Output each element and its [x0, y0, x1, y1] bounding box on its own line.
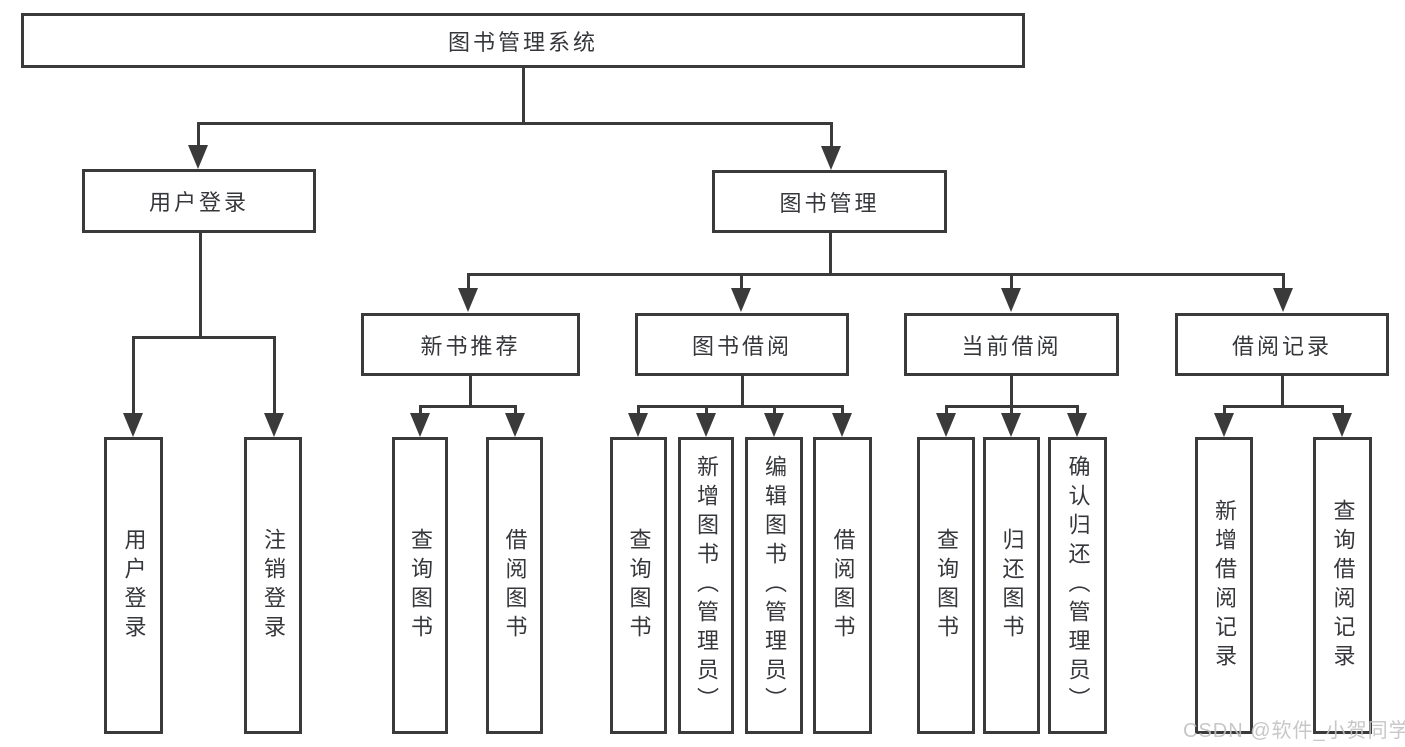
connector-line [740, 273, 743, 291]
arrow-down-icon [264, 413, 284, 437]
arrow-down-icon [123, 413, 143, 437]
connector-line [830, 122, 833, 150]
connector-line [1010, 376, 1013, 405]
arrow-down-icon [188, 145, 208, 169]
arrow-down-icon [1001, 288, 1021, 312]
connector-line [1010, 405, 1013, 419]
connector-line [419, 405, 517, 408]
leaf-borrow-books-recommend: 借阅图书 [486, 437, 543, 734]
arrow-down-icon [832, 413, 852, 437]
leaf-query-books-recommend: 查询图书 [392, 437, 448, 734]
leaf-user-login: 用户登录 [104, 437, 163, 734]
connector-line [637, 405, 640, 419]
arrow-down-icon [696, 413, 716, 437]
arrow-down-icon [764, 413, 784, 437]
arrow-down-icon [1067, 413, 1087, 437]
connector-line [467, 273, 470, 291]
connector-line [467, 273, 1285, 276]
connector-line [705, 405, 708, 419]
node-label: 归还图书 [999, 527, 1025, 644]
connector-line [829, 233, 832, 273]
arrow-down-icon [1001, 413, 1021, 437]
node-current-borrowing: 当前借阅 [904, 313, 1119, 376]
leaf-query-borrow-record: 查询借阅记录 [1313, 437, 1372, 734]
leaf-query-books-borrowing: 查询图书 [610, 437, 667, 734]
node-label: 新增借阅记录 [1212, 498, 1237, 673]
node-label: 用户登录 [148, 190, 249, 215]
connector-line [132, 336, 135, 416]
node-label: 确认归还（管理员） [1065, 455, 1091, 716]
node-label: 编辑图书（管理员） [762, 455, 787, 716]
arrow-down-icon [731, 288, 751, 312]
node-label: 新书推荐 [420, 333, 521, 359]
node-label: 注销登录 [261, 527, 286, 644]
node-label: 查询图书 [934, 527, 959, 644]
connector-line [741, 376, 744, 405]
connector-line [273, 336, 276, 416]
leaf-confirm-return-admin: 确认归还（管理员） [1048, 437, 1107, 734]
leaf-add-books-admin: 新增图书（管理员） [678, 437, 734, 734]
node-label: 借阅图书 [502, 527, 528, 644]
arrow-down-icon [410, 413, 430, 437]
arrow-down-icon [505, 413, 525, 437]
connector-line [1076, 405, 1079, 419]
node-user-login: 用户登录 [82, 169, 316, 233]
node-borrowing-records: 借阅记录 [1175, 313, 1389, 376]
connector-line [1223, 405, 1226, 419]
arrow-down-icon [1332, 413, 1352, 437]
node-book-borrowing: 图书借阅 [635, 313, 849, 376]
leaf-borrow-books: 借阅图书 [813, 437, 872, 734]
node-label: 查询图书 [626, 527, 652, 644]
leaf-return-books: 归还图书 [983, 437, 1040, 734]
csdn-watermark: CSDN @软件_小贺同学 [1183, 720, 1405, 742]
connector-line [514, 405, 517, 419]
arrow-down-icon [628, 413, 648, 437]
node-label: 借阅记录 [1231, 333, 1332, 359]
connector-line [197, 122, 200, 150]
leaf-add-borrow-record: 新增借阅记录 [1195, 437, 1253, 734]
connector-line [637, 405, 844, 408]
arrow-down-icon [936, 413, 956, 437]
connector-line [1010, 273, 1013, 291]
connector-line [1281, 376, 1284, 405]
node-label: 图书管理 [779, 190, 880, 216]
connector-line [199, 233, 202, 336]
connector-line [197, 122, 833, 125]
connector-line [773, 405, 776, 419]
connector-line [1223, 405, 1344, 408]
leaf-edit-books-admin: 编辑图书（管理员） [745, 437, 803, 734]
arrow-down-icon [458, 288, 478, 312]
connector-line [419, 405, 422, 419]
leaf-query-books-current: 查询图书 [917, 437, 975, 734]
node-label: 查询借阅记录 [1330, 498, 1356, 673]
arrow-down-icon [821, 146, 841, 170]
leaf-logout: 注销登录 [244, 437, 302, 734]
connector-line [945, 405, 948, 419]
node-label: 图书借阅 [691, 333, 792, 359]
node-label: 当前借阅 [961, 333, 1062, 359]
connector-line [132, 336, 276, 339]
connector-line [1282, 273, 1285, 291]
node-label: 借阅图书 [830, 527, 856, 644]
arrow-down-icon [1214, 413, 1234, 437]
node-label: 新增图书（管理员） [694, 455, 719, 716]
connector-line [469, 376, 472, 405]
connector-line [841, 405, 844, 419]
node-book-management: 图书管理 [712, 170, 947, 233]
node-library-management-system: 图书管理系统 [21, 13, 1025, 68]
node-new-book-recommendation: 新书推荐 [361, 313, 580, 376]
connector-line [522, 68, 525, 122]
connector-line [1341, 405, 1344, 419]
node-label: 用户登录 [121, 527, 147, 644]
node-label: 图书管理系统 [447, 29, 598, 55]
node-label: 查询图书 [408, 527, 433, 644]
arrow-down-icon [1273, 288, 1293, 312]
